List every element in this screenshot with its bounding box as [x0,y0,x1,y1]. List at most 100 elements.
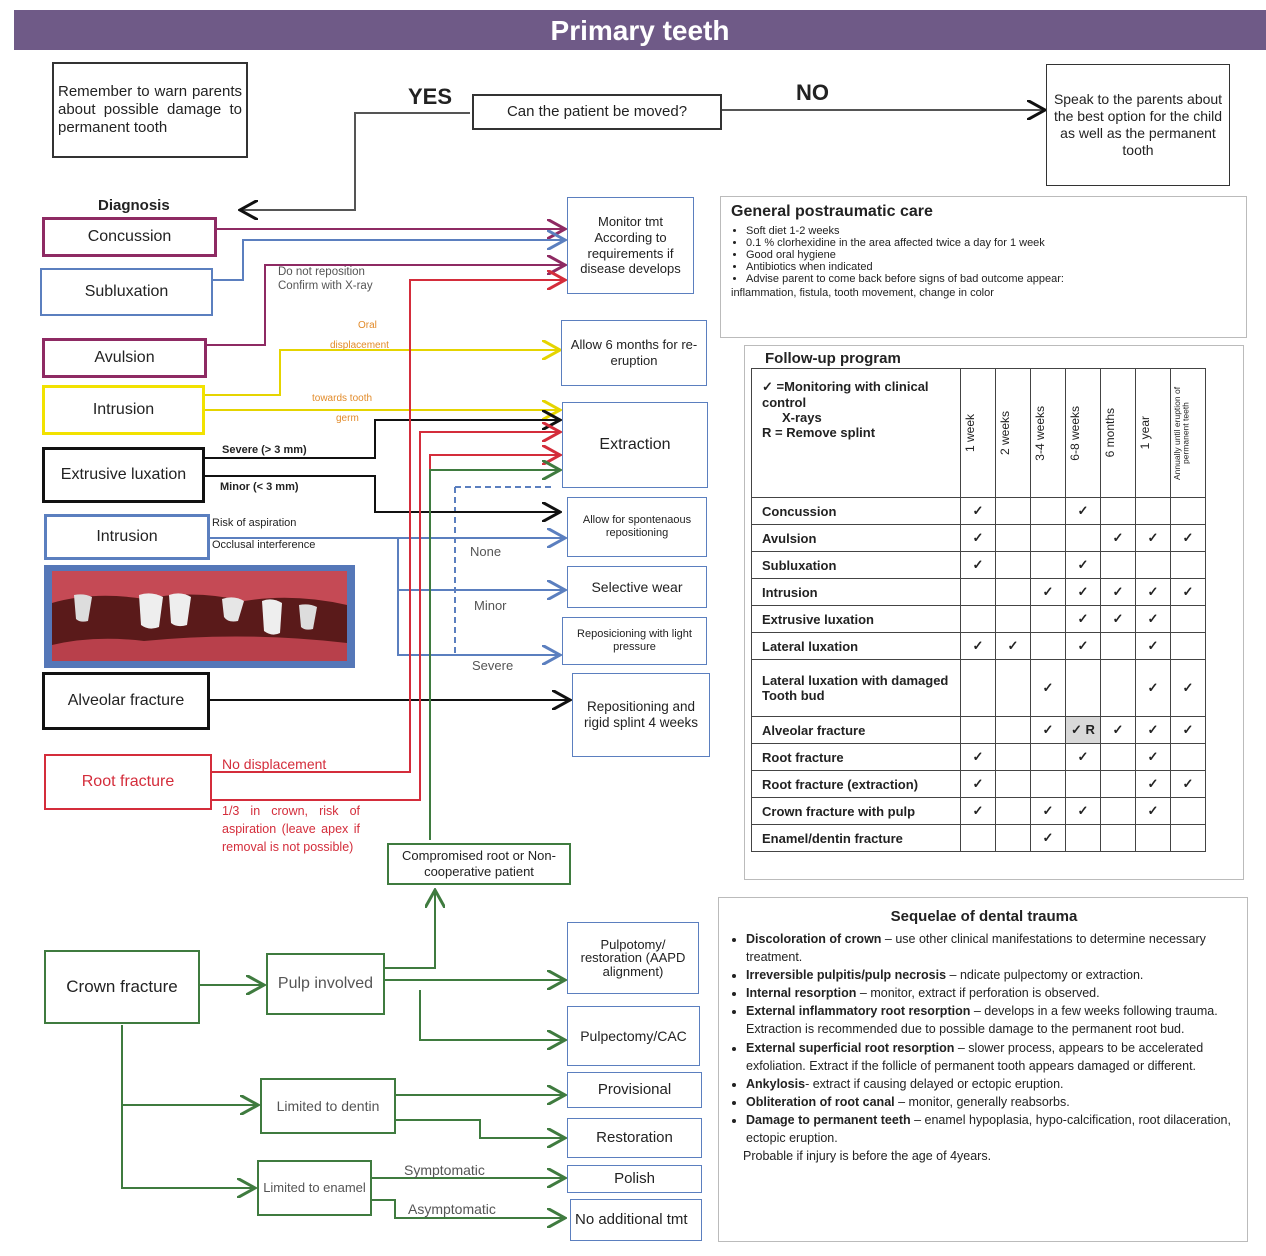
sequelae-item: External superficial root resorption – s… [746,1039,1237,1075]
diag-avulsion: Avulsion [42,338,207,378]
outcome-pulpotomy: Pulpotomy/ restoration (AAPD alignment) [567,922,699,994]
followup-mark [1100,797,1136,825]
sequelae-item-text: – slower process, appears to be accelera… [746,1040,1204,1073]
sequelae-item-term: Ankylosis [746,1076,806,1091]
sequelae-item-text: - extract if causing delayed or ectopic … [805,1076,1064,1091]
followup-mark: ✓ [1030,824,1066,852]
label-asymptomatic: Asymptomatic [408,1201,496,1217]
followup-mark [1065,524,1101,552]
followup-row: Extrusive luxation✓✓✓ [751,605,1206,633]
care-tail: inflammation, fistula, tooth movement, c… [731,287,994,299]
followup-mark [1135,824,1171,852]
sequelae-item: Obliteration of root canal – monitor, ge… [746,1093,1237,1111]
followup-mark [1170,797,1206,825]
followup-mark: ✓ [1065,551,1101,579]
legend-remove-splint: R = Remove splint [762,425,876,440]
followup-row-name: Extrusive luxation [751,605,961,633]
teeth-photo [44,565,355,668]
followup-mark: ✓ [1135,605,1171,633]
outcome-compromised-root: Compromised root or Non-cooperative pati… [387,843,571,885]
followup-mark [1170,632,1206,660]
followup-mark: ✓ [1065,632,1101,660]
outcome-selective-wear: Selective wear [567,566,707,608]
followup-mark: ✓ [1100,716,1136,744]
sequelae-item: Discoloration of crown – use other clini… [746,930,1237,966]
followup-row: Concussion✓✓ [751,497,1206,525]
followup-row: Intrusion✓✓✓✓✓ [751,578,1206,606]
label-none: None [470,544,502,559]
followup-row-name: Lateral luxation [751,632,961,660]
followup-mark: ✓ [1030,716,1066,744]
label-germ: germ [336,413,359,424]
followup-mark [960,824,996,852]
followup-mark: ✓ [1135,743,1171,771]
col-header: 6-8 weeks [1068,405,1082,461]
followup-mark [1170,497,1206,525]
label-confirm-xray: Confirm with X-ray [278,280,373,292]
followup-row-name: Root fracture (extraction) [751,770,961,798]
followup-mark [995,797,1031,825]
followup-mark: ✓ [960,524,996,552]
followup-mark: ✓ [1065,797,1101,825]
col-header: 6 months [1103,408,1117,458]
followup-title: Follow-up program [765,350,901,367]
followup-mark: ✓ [1135,770,1171,798]
followup-mark: ✓ [960,632,996,660]
sequelae-item: External inflammatory root resorption – … [746,1002,1237,1038]
label-minor: Minor (< 3 mm) [220,481,299,493]
outcome-spontaneous: Allow for spontenaous repositioning [567,497,707,557]
label-risk-aspiration: Risk of aspiration [212,517,297,529]
followup-mark [1030,632,1066,660]
followup-mark [995,524,1031,552]
outcome-no-additional: No additional tmt [570,1199,702,1241]
followup-mark: ✓ [1170,770,1206,798]
outcome-provisional: Provisional [567,1072,702,1108]
followup-mark [1100,632,1136,660]
label-minor-2: Minor [474,598,507,613]
sequelae-item-term: External inflammatory root resorption [746,1004,971,1019]
branch-pulp-involved: Pulp involved [266,953,385,1015]
care-item: 0.1 % clorhexidine in the area affected … [746,237,1236,249]
sequelae-item-text: – ndicate pulpectomy or extraction. [946,968,1144,982]
followup-row-name: Enamel/dentin fracture [751,824,961,852]
followup-row: Alveolar fracture✓✓ R✓✓✓ [751,716,1206,744]
outcome-polish: Polish [567,1165,702,1193]
label-oral: Oral [358,320,377,331]
followup-mark: ✓ [1100,578,1136,606]
followup-mark [1100,497,1136,525]
followup-mark [995,824,1031,852]
followup-mark [1100,824,1136,852]
followup-mark: ✓ [960,497,996,525]
legend-monitoring: ✓ =Monitoring with clinical control [762,379,929,410]
followup-row: Lateral luxation✓✓✓✓ [751,632,1206,660]
followup-mark [995,659,1031,717]
col-header: Annually until eruption of permanent tee… [1172,386,1191,480]
followup-mark [1170,743,1206,771]
followup-row-name: Lateral luxation with damaged Tooth bud [751,659,961,717]
followup-mark: ✓ [1170,659,1206,717]
outcome-extraction: Extraction [562,402,708,488]
outcome-restoration: Restoration [567,1118,702,1158]
followup-mark [1030,551,1066,579]
warn-parents-note: Remember to warn parents about possible … [52,62,248,158]
followup-mark: ✓ [1030,797,1066,825]
outcome-rigid-splint: Repositioning and rigid splint 4 weeks [572,673,710,757]
sequelae-item-text: – monitor, generally reabsorbs. [894,1094,1070,1109]
followup-mark: ✓ [960,797,996,825]
care-item: Good oral hygiene [746,249,1236,261]
label-no-displacement: No displacement [222,756,327,772]
followup-mark: ✓ [1100,524,1136,552]
sequelae-item-term: Obliteration of root canal [746,1094,895,1109]
followup-row: Avulsion✓✓✓✓ [751,524,1206,552]
col-header: 2 weeks [998,410,1012,456]
followup-mark [1170,551,1206,579]
sequelae-item-term: Internal resorption [746,986,857,1001]
followup-mark: ✓ [1065,578,1101,606]
followup-mark: ✓ R [1065,716,1101,744]
label-severe-2: Severe [472,658,514,673]
diag-subluxation: Subluxation [40,268,213,316]
care-panel: General postraumatic care Soft diet 1-2 … [720,196,1247,338]
followup-mark [995,551,1031,579]
diag-concussion: Concussion [42,217,217,257]
diag-crown-fracture: Crown fracture [44,950,200,1024]
